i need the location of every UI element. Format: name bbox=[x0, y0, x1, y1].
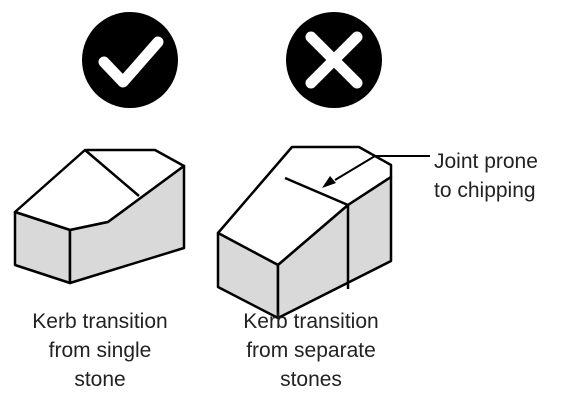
single-stone-kerb bbox=[13, 148, 186, 285]
cross-mark-icon bbox=[286, 12, 382, 108]
separate-stones-caption: Kerb transition from separate stones bbox=[243, 310, 379, 391]
annotation-arrow bbox=[322, 155, 430, 188]
separate-stones-side-face bbox=[276, 175, 393, 320]
single-stone-side-face bbox=[68, 164, 186, 285]
separate-stones-kerb bbox=[216, 145, 393, 320]
joint-annotation: Joint prone to chipping bbox=[434, 150, 538, 202]
single-stone-caption: Kerb transition from single stone bbox=[32, 310, 168, 391]
check-mark-icon bbox=[82, 12, 178, 108]
